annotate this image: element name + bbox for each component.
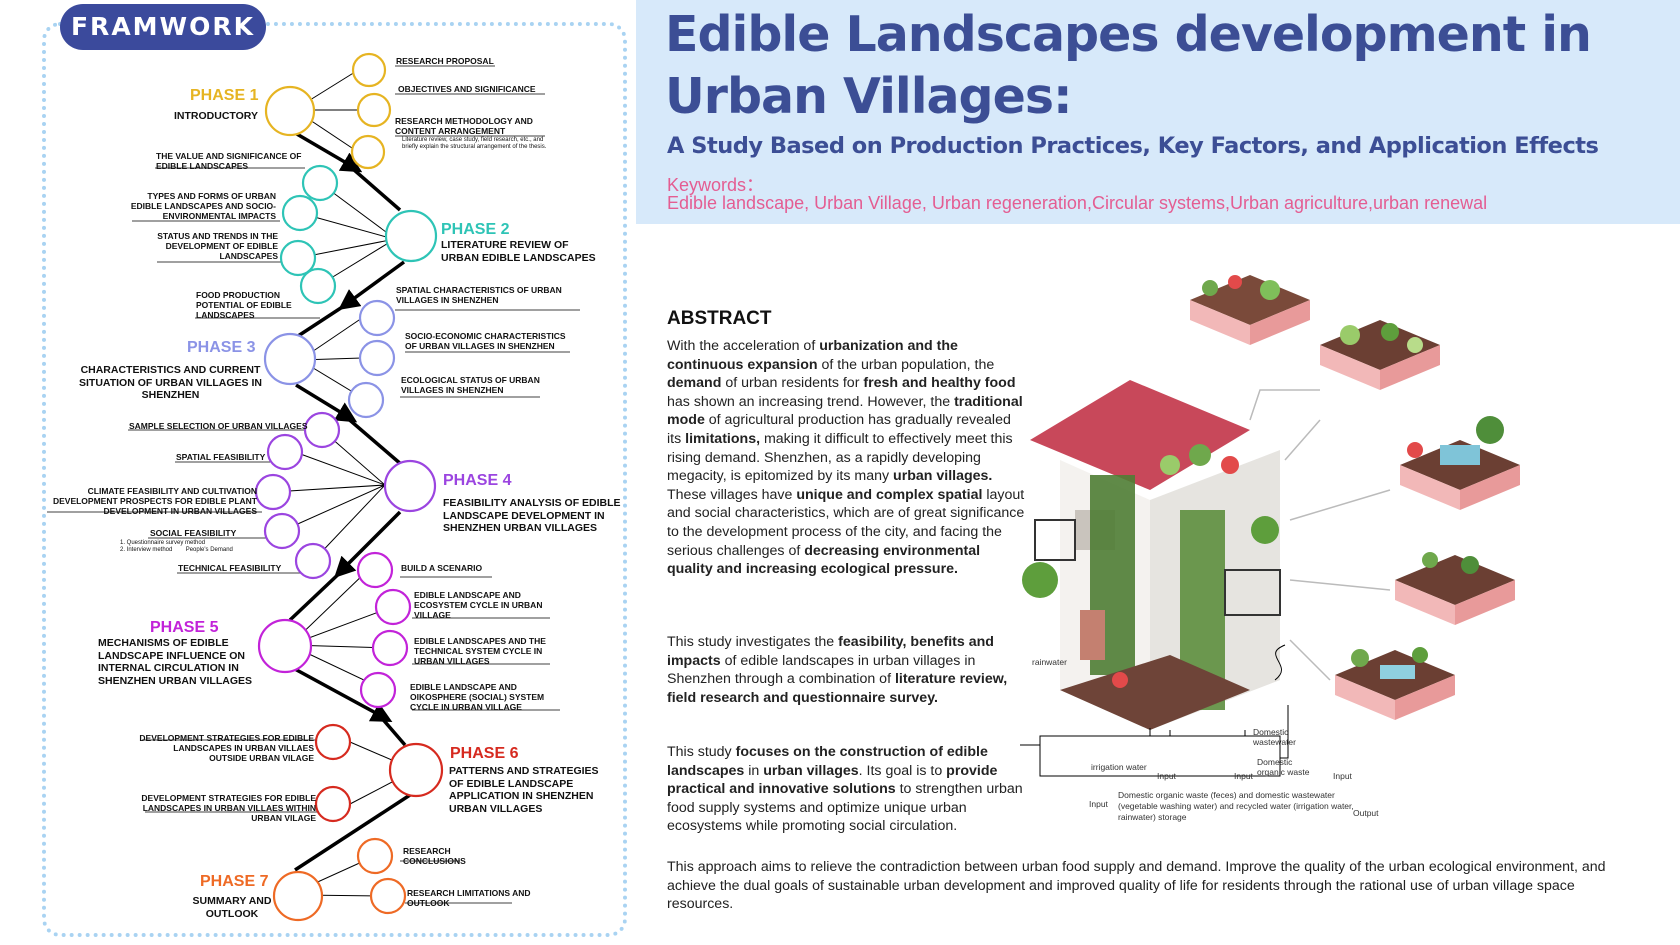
phase-4-desc: FEASIBILITY ANALYSIS OF EDIBLE LANDSCAPE… [443,497,621,534]
label-strategies-outside: DEVELOPMENT STRATEGIES FOR EDIBLE LANDSC… [139,733,314,763]
label-socio-economic: SOCIO-ECONOMIC CHARACTERISTICS OF URBAN … [405,331,566,351]
label-technical-feasibility: TECHNICAL FEASIBILITY [178,563,282,573]
label-oikosphere-cycle: EDIBLE LANDSCAPE AND OIKOSPHERE (SOCIAL)… [410,682,545,712]
framework-frame [42,22,627,937]
abstract-paragraph-2: This study investigates the feasibility,… [667,634,1008,706]
phase-5-title: PHASE 5 [150,619,219,636]
label-social-notes: 1. Questionnaire survey method 2. Interv… [120,540,233,553]
phase-1-desc: INTRODUCTORY [174,110,258,122]
storage-box-text: Domestic organic waste (feces) and domes… [1118,790,1354,822]
framework-badge: FRAMWORK [60,4,266,50]
input-label-3: Input [1234,771,1253,781]
planter-box-icon [1395,552,1515,625]
keywords-label: Keywords： [667,175,765,195]
page-subtitle: A Study Based on Production Practices, K… [667,133,1599,159]
abstract-paragraph-1: With the acceleration of urbanization an… [667,338,1025,578]
label-methodology: RESEARCH METHODOLOGY AND CONTENT ARRANGE… [395,116,533,136]
phase-5-desc: MECHANISMS OF EDIBLE LANDSCAPE INFLUENCE… [98,637,253,687]
irrigation-label: irrigation water [1091,762,1147,772]
label-social-feasibility: SOCIAL FEASIBILITY [150,528,237,538]
page-title: Edible Landscapes development in Urban V… [665,6,1592,125]
phase-1-title: PHASE 1 [190,87,259,104]
label-research-proposal: RESEARCH PROPOSAL [396,56,494,66]
input-label-2: Input [1089,799,1108,809]
organic-waste-label: Domestic organic waste [1257,757,1310,777]
input-label-1: Input [1157,771,1176,781]
label-research-conclusions: RESEARCH CONCLUSIONS [403,846,466,866]
label-spatial-characteristics: SPATIAL CHARACTERISTICS OF URBAN VILLAGE… [396,285,562,305]
wastewater-label: Domestic wastewater [1253,727,1296,747]
label-build-scenario: BUILD A SCENARIO [401,563,483,573]
phase-4-title: PHASE 4 [443,472,512,489]
label-spatial-feasibility: SPATIAL FEASIBILITY [176,452,266,462]
abstract-paragraph-4: This approach aims to relieve the contra… [667,859,1606,913]
title-banner [636,0,1680,224]
house-icon [1022,380,1281,730]
label-ecological-status: ECOLOGICAL STATUS OF URBAN VILLAGES IN S… [401,375,540,395]
planter-box-icon [1320,320,1440,390]
label-objectives: OBJECTIVES AND SIGNIFICANCE [398,84,536,94]
phase-7-title: PHASE 7 [200,873,269,890]
planter-box-icon [1400,416,1520,510]
rainwater-label: rainwater [1032,657,1067,667]
abstract-title: ABSTRACT [667,308,772,329]
label-methodology-note: Literature review, case study, field res… [402,137,547,150]
phase-7-desc: SUMMARY AND OUTLOOK [192,895,272,920]
planter-box-icon [1190,275,1310,345]
label-sample-selection: SAMPLE SELECTION OF URBAN VILLAGES [129,421,308,431]
keywords-text: Edible landscape, Urban Village, Urban r… [667,193,1488,213]
label-value-significance: THE VALUE AND SIGNIFICANCE OF EDIBLE LAN… [156,151,302,171]
phase-2-title: PHASE 2 [441,221,510,238]
planter-box-icon [1335,647,1455,720]
phase-2-desc: LITERATURE REVIEW OF URBAN EDIBLE LANDSC… [441,239,596,264]
label-food-production: FOOD PRODUCTION POTENTIAL OF EDIBLE LAND… [196,290,292,320]
label-research-limitations: RESEARCH LIMITATIONS AND OUTLOOK [407,888,531,908]
phase-3-desc: CHARACTERISTICS AND CURRENT SITUATION OF… [79,364,262,401]
phase-3-title: PHASE 3 [187,339,256,356]
label-climate-feasibility: CLIMATE FEASIBILITY AND CULTIVATION DEVE… [52,486,257,516]
label-ecosystem-cycle: EDIBLE LANDSCAPE AND ECOSYSTEM CYCLE IN … [414,590,543,620]
framework-diagram [47,52,580,922]
label-status-trends: STATUS AND TRENDS IN THE DEVELOPMENT OF … [157,231,278,261]
phase-6-title: PHASE 6 [450,745,519,762]
label-types-forms: TYPES AND FORMS OF URBAN EDIBLE LANDSCAP… [130,191,276,221]
input-label-4: Input [1333,771,1352,781]
label-technical-system-cycle: EDIBLE LANDSCAPES AND THE TECHNICAL SYST… [414,636,546,666]
abstract-paragraph-3: This study focuses on the construction o… [667,744,1023,835]
edible-house-illustration [1020,275,1520,777]
phase-6-desc: PATTERNS AND STRATEGIES OF EDIBLE LANDSC… [449,765,599,815]
label-strategies-within: DEVELOPMENT STRATEGIES FOR EDIBLE LANDSC… [141,793,316,823]
output-label: Output [1353,808,1379,818]
